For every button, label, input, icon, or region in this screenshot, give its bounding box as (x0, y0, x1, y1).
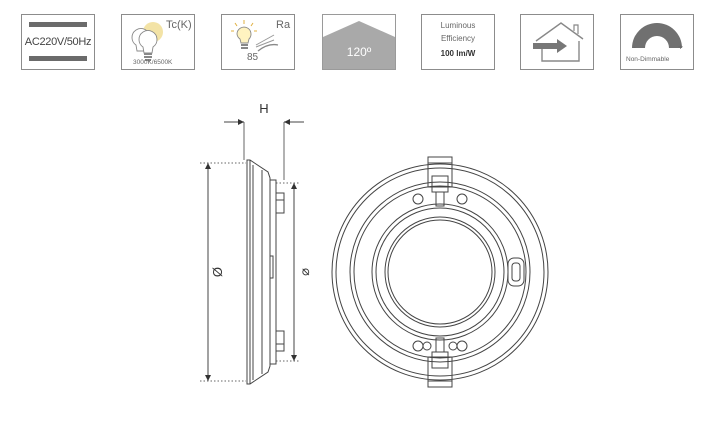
bulb-color-temperature-icon (131, 22, 163, 61)
cct-tile: Tc(K) 3000K/6500K (121, 14, 195, 70)
height-label: H (259, 101, 268, 116)
power-bars-icon (29, 22, 87, 27)
cri-value: 85 (247, 52, 259, 63)
cri-label: Ra (276, 19, 291, 31)
power-bar-bottom (29, 56, 87, 61)
cct-range: 3000K/6500K (133, 59, 173, 66)
dimming-label: Non-Dimmable (626, 56, 670, 63)
dimmer-knob-icon (632, 23, 682, 48)
diameter-label: Ø (210, 267, 225, 277)
efficiency-line1: Luminous (440, 21, 476, 30)
bulb-rendering-icon (231, 20, 279, 52)
dimming-plus: + (678, 42, 684, 52)
cutout-label: ⌀ (297, 268, 312, 276)
beam-angle-value: 120º (346, 45, 372, 59)
dimming-minus: - (633, 42, 636, 52)
voltage-tile: AC220V/50Hz (21, 14, 95, 70)
beam-angle-tile: 120º (322, 14, 396, 70)
efficiency-tile: Luminous Efficiency 100 lm/W (421, 14, 495, 70)
cri-tile: Ra 85 (221, 14, 295, 70)
cct-label: Tc(K) (166, 19, 192, 31)
voltage-text: AC220V/50Hz (24, 36, 92, 48)
indoor-house-icon (533, 22, 584, 62)
beam-angle-icon (323, 15, 395, 37)
efficiency-line2: Efficiency (440, 34, 476, 43)
dimming-tile: - + Non-Dimmable (620, 14, 694, 70)
efficiency-value: 100 lm/W (440, 49, 476, 58)
front-view (331, 156, 549, 388)
side-view (200, 119, 304, 385)
indoor-tile (520, 14, 594, 70)
